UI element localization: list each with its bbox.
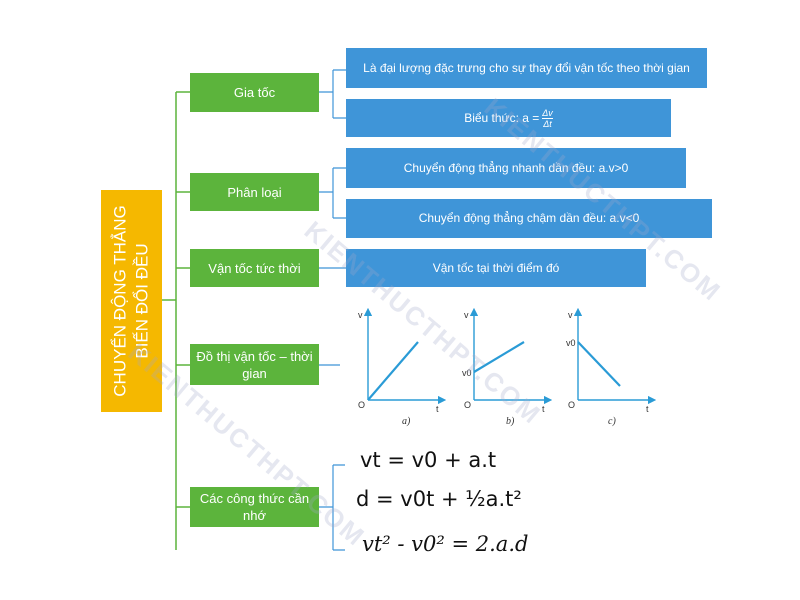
graph-c-v-label: v: [568, 310, 573, 320]
root-title-line1: CHUYỂN ĐỘNG THẲNG: [110, 205, 130, 397]
formula-velocity: vt = v0 + a.t: [360, 448, 497, 472]
branch-do-thi: Đồ thị vận tốc – thời gian: [190, 344, 319, 385]
graph-a-v-label: v: [358, 310, 363, 320]
fraction-numerator: Δv: [542, 107, 553, 119]
graph-b-origin: O: [464, 400, 471, 410]
graph-b: v t O v0 b): [462, 307, 553, 427]
branch-cong-thuc: Các công thức cần nhớ: [190, 487, 319, 527]
graph-c: v t O v0 c): [566, 307, 657, 427]
fraction-denominator: Δt: [543, 118, 552, 129]
detail-gia-toc-expression: Biểu thức: a = Δv Δt: [346, 99, 671, 137]
graph-b-v0-label: v0: [462, 368, 472, 378]
graph-b-caption: b): [506, 416, 515, 427]
graph-a-line: [367, 341, 419, 401]
graph-c-caption: c): [608, 416, 616, 427]
graph-a-caption: a): [402, 416, 411, 427]
velocity-time-graphs: v t O a) v t O v0 b) v t O v0 c): [358, 307, 657, 427]
detail-gia-toc-definition: Là đại lượng đặc trưng cho sự thay đổi v…: [346, 48, 707, 88]
detail-nhanh-dan-deu: Chuyển động thẳng nhanh dần đều: a.v>0: [346, 148, 686, 188]
graph-c-v0-label: v0: [566, 338, 576, 348]
graph-b-line: [473, 341, 525, 373]
branch-van-toc-tuc-thoi: Vận tốc tức thời: [190, 249, 319, 287]
graph-c-line: [577, 341, 621, 387]
graph-b-v-label: v: [464, 310, 469, 320]
graph-a-t-label: t: [436, 404, 439, 414]
delta-fraction: Δv Δt: [542, 108, 553, 129]
expression-prefix: Biểu thức: a =: [464, 110, 540, 125]
formula-independent: vt² - v0² = 2.a.d: [362, 532, 529, 556]
graph-c-t-label: t: [646, 404, 649, 414]
graph-c-origin: O: [568, 400, 575, 410]
root-topic: CHUYỂN ĐỘNG THẲNG BIẾN ĐỔI ĐỀU: [101, 190, 162, 412]
branch-phan-loai: Phân loại: [190, 173, 319, 211]
graph-b-t-label: t: [542, 404, 545, 414]
detail-cham-dan-deu: Chuyển động thẳng chậm dần đều: a.v<0: [346, 199, 712, 238]
root-title-line2: BIẾN ĐỔI ĐỀU: [132, 243, 152, 359]
graph-a: v t O a): [358, 307, 447, 427]
graph-a-origin: O: [358, 400, 365, 410]
branch-gia-toc: Gia tốc: [190, 73, 319, 112]
detail-van-toc-tai-thoi-diem: Vận tốc tại thời điểm đó: [346, 249, 646, 287]
formula-displacement: d = v0t + ½a.t²: [356, 487, 522, 511]
